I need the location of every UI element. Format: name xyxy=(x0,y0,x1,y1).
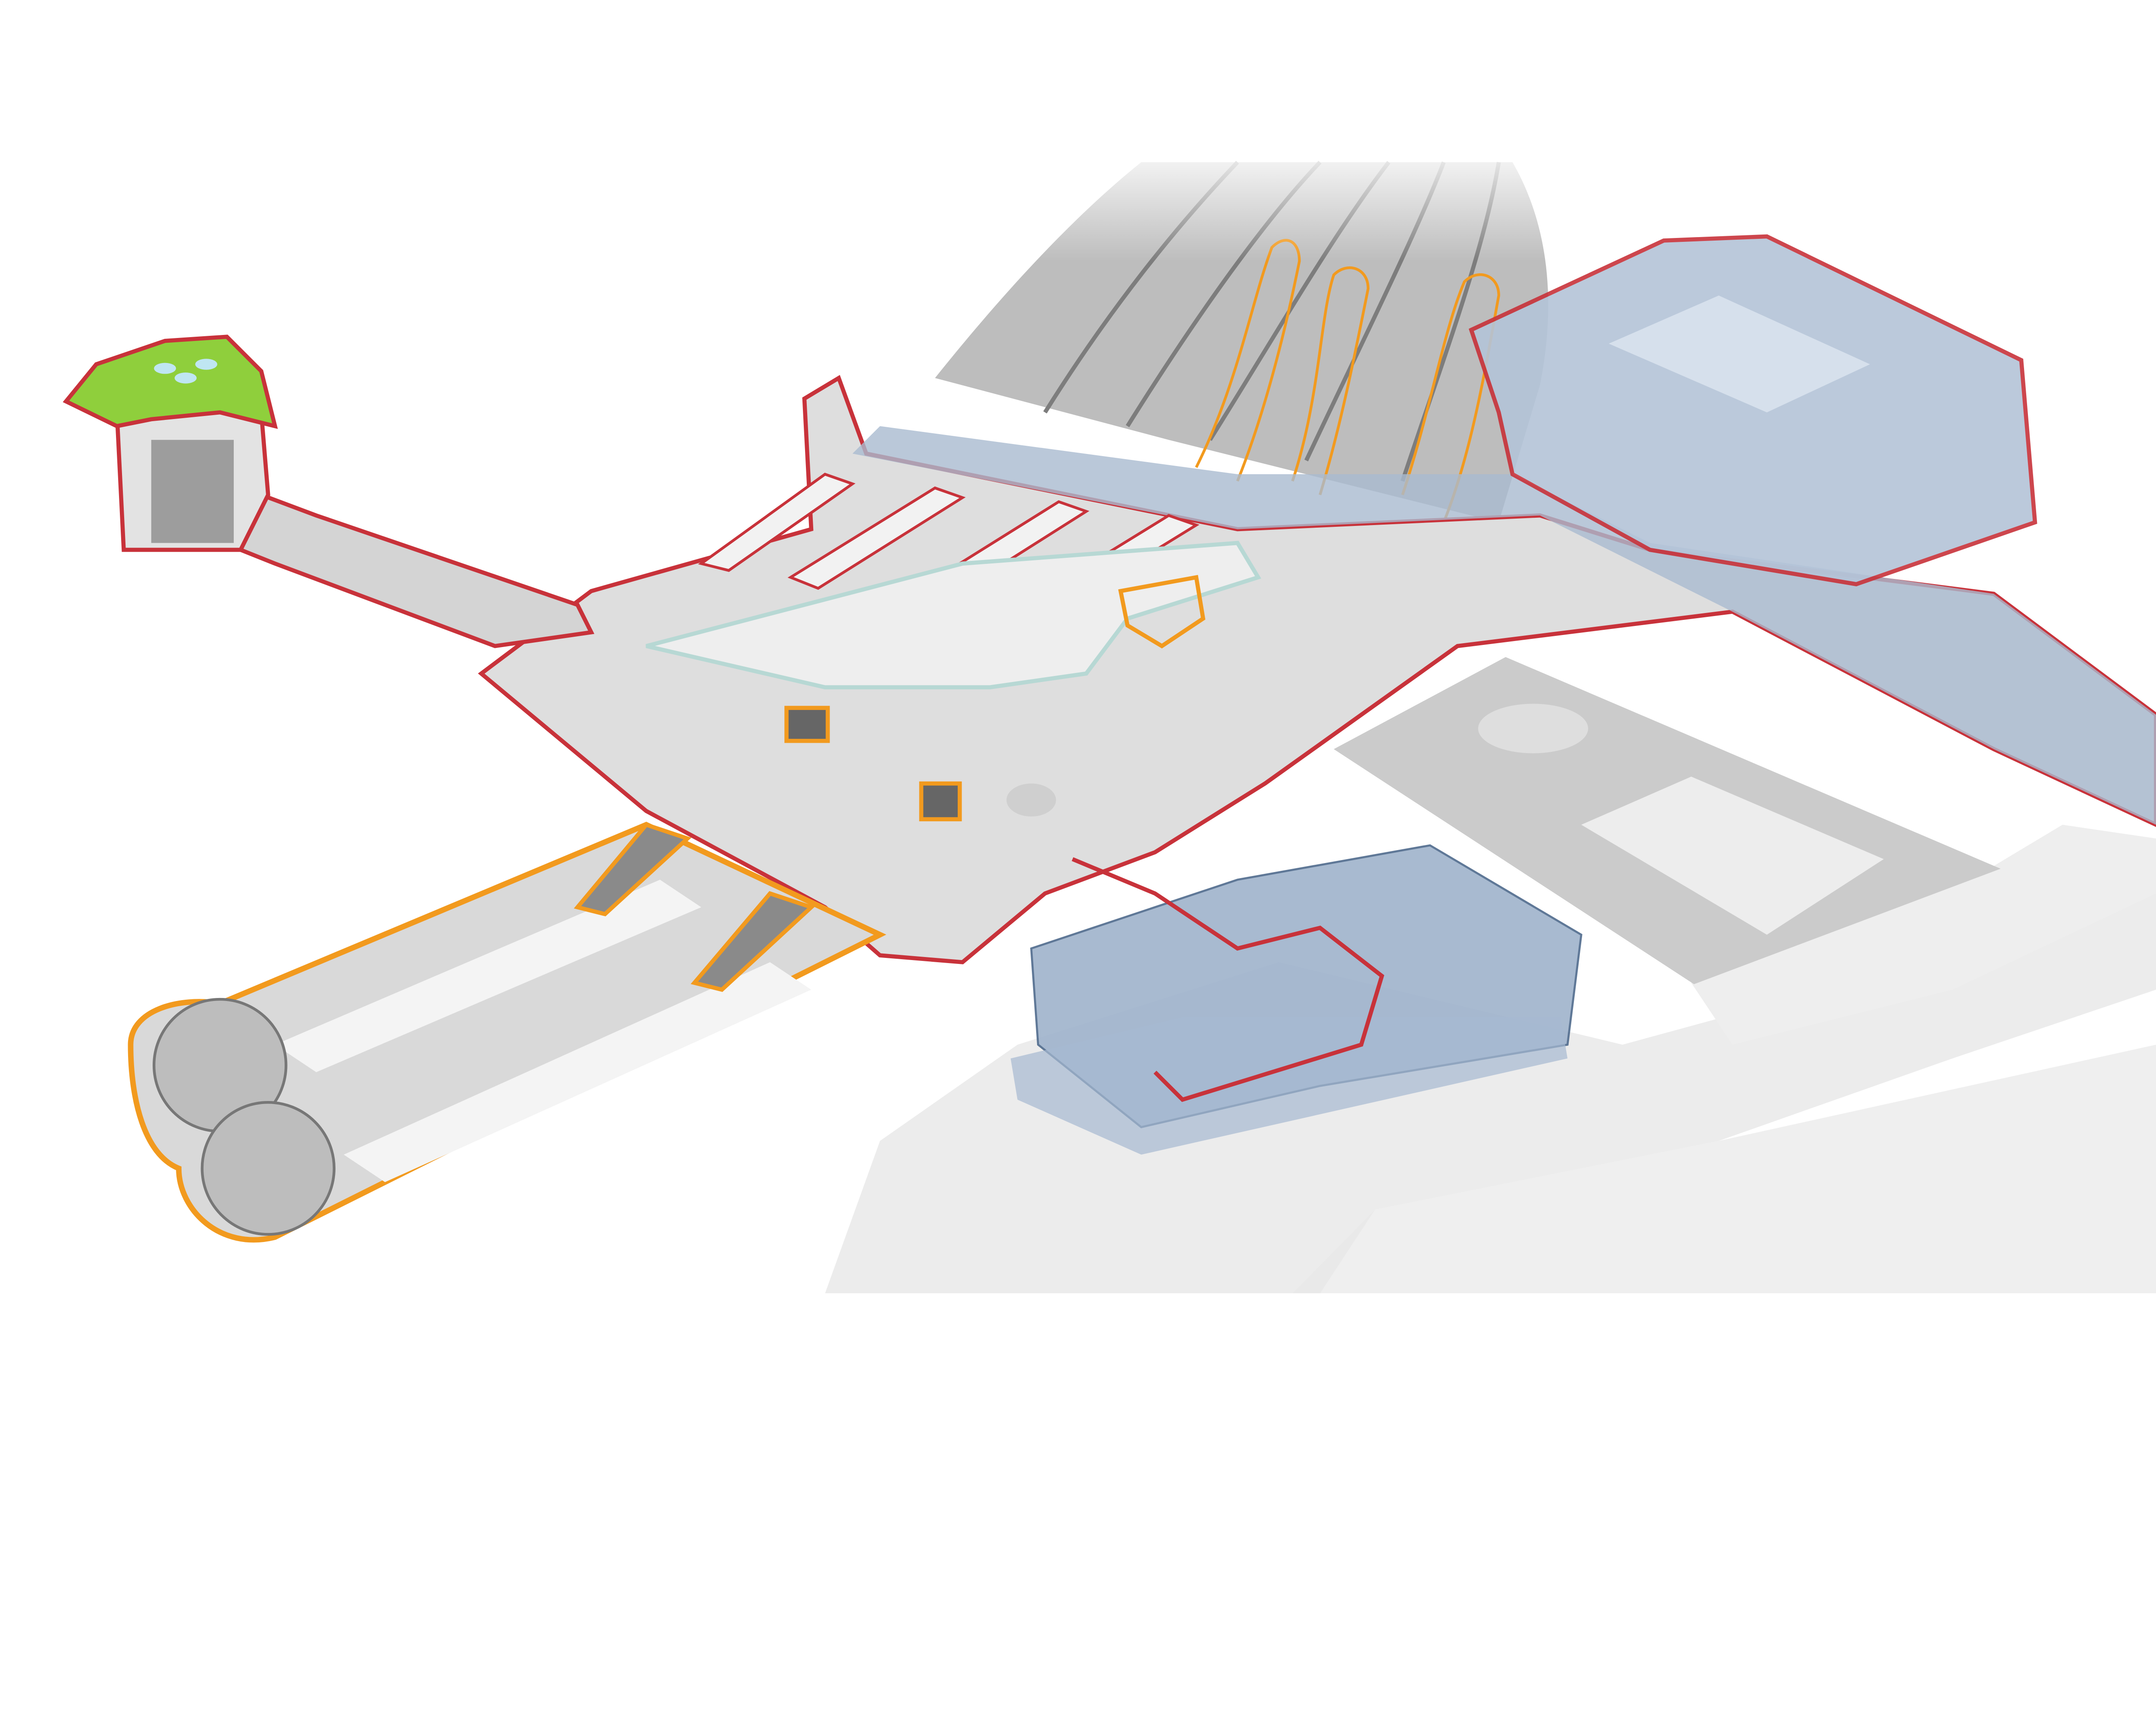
ground-roads xyxy=(825,879,2156,1294)
city-block-rotunda xyxy=(1478,704,1589,754)
rail-fade xyxy=(907,137,1595,413)
escalator-shafts xyxy=(573,822,815,992)
office-building-lower-base xyxy=(1010,1017,1568,1155)
roof-garden[interactable] xyxy=(63,335,278,429)
entrance-passage xyxy=(238,492,595,648)
office-building-courtyard xyxy=(1608,295,1870,413)
roof-garden-skylights xyxy=(154,359,217,384)
tunnel-platforms xyxy=(275,879,812,1182)
station-cutaway-diagram xyxy=(63,137,2156,1294)
concourse-drum xyxy=(1006,783,1056,817)
ground-road-right xyxy=(1691,825,2156,1045)
tunnel-portal-2 xyxy=(201,1101,336,1236)
entrance-tower-shaft xyxy=(151,440,234,543)
office-building-cut-outline xyxy=(1072,857,1385,1102)
concourse-kiosks xyxy=(784,706,962,822)
city-block-plaza xyxy=(1581,776,1884,935)
ground-road-lower xyxy=(1292,1045,2156,1294)
office-building-upper[interactable] xyxy=(1469,234,2037,587)
concourse-blue-corridor xyxy=(852,426,2156,825)
escalator-outline xyxy=(1118,575,1206,649)
